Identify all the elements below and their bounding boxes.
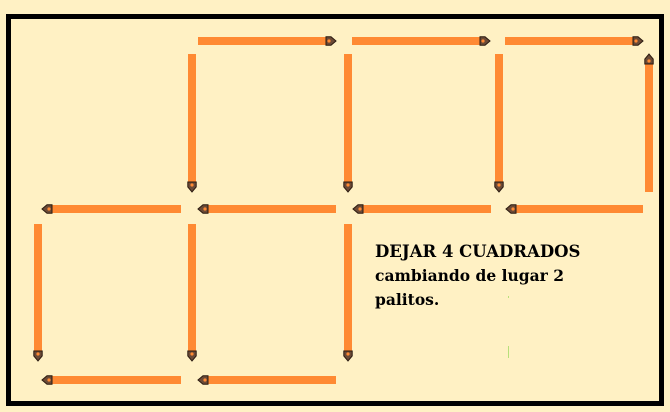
puzzle-instructions: DEJAR 4 CUADRADOS cambiando de lugar 2 p…: [375, 240, 655, 312]
matchstick-head-highlight: [481, 39, 484, 42]
matchstick[interactable]: [198, 37, 336, 45]
matchstick-head-highlight: [36, 352, 39, 355]
puzzle-title: DEJAR 4 CUADRADOS: [375, 240, 655, 264]
matchstick[interactable]: [352, 37, 490, 45]
matchstick-head-highlight: [497, 183, 500, 186]
matchstick-head-highlight: [190, 183, 193, 186]
stray-speck: [508, 346, 509, 358]
matchstick[interactable]: [42, 205, 181, 213]
matchstick-head-highlight: [47, 378, 50, 381]
matchstick-head-highlight: [203, 378, 206, 381]
matchstick[interactable]: [495, 54, 503, 192]
stray-speck: [508, 296, 509, 298]
matchstick[interactable]: [188, 54, 196, 192]
matchstick-head-highlight: [47, 207, 50, 210]
matchstick[interactable]: [188, 224, 196, 361]
matchstick-head-highlight: [327, 39, 330, 42]
matchstick[interactable]: [42, 376, 181, 384]
matchstick-head-highlight: [346, 183, 349, 186]
matchstick[interactable]: [198, 376, 336, 384]
matchstick-head-highlight: [511, 207, 514, 210]
puzzle-instruction-line-2: palitos.: [375, 288, 655, 312]
matchstick[interactable]: [344, 54, 352, 192]
matchstick-head-highlight: [634, 39, 637, 42]
puzzle-instruction-line-1: cambiando de lugar 2: [375, 264, 655, 288]
matchstick[interactable]: [506, 205, 643, 213]
matchstick[interactable]: [344, 224, 352, 361]
matchstick[interactable]: [34, 224, 42, 361]
matchstick[interactable]: [505, 37, 643, 45]
matchstick-head-highlight: [647, 59, 650, 62]
matchstick-head-highlight: [358, 207, 361, 210]
matchstick[interactable]: [645, 54, 653, 192]
matchstick-head-highlight: [190, 352, 193, 355]
matchstick[interactable]: [198, 205, 336, 213]
matchstick[interactable]: [353, 205, 491, 213]
matchstick-head-highlight: [346, 352, 349, 355]
matchstick-head-highlight: [203, 207, 206, 210]
